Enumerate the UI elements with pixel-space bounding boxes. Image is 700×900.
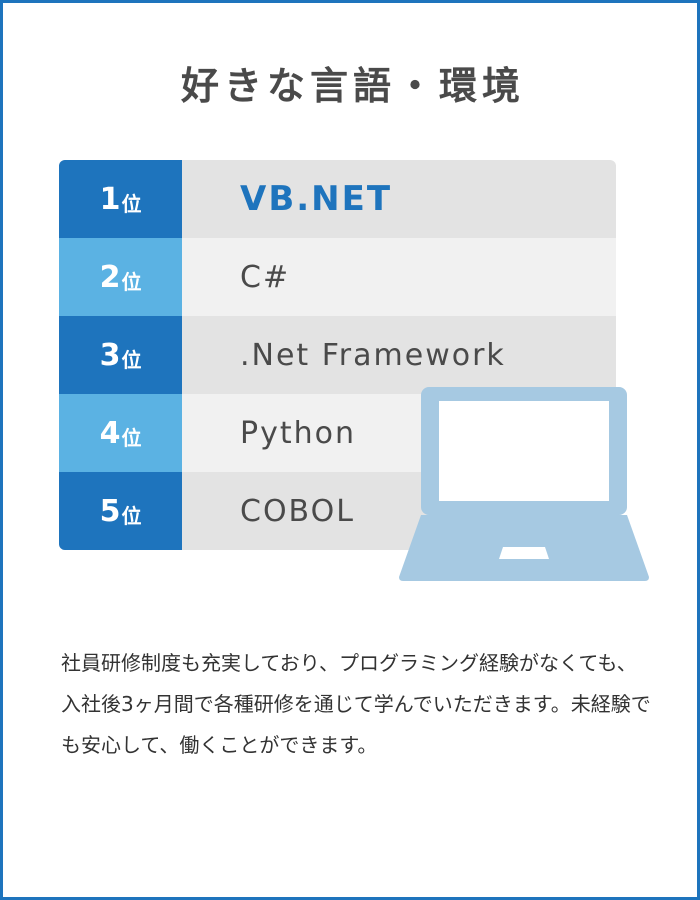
language-name-4: Python (240, 415, 356, 451)
rank-suffix: 位 (121, 425, 142, 450)
rank-number: 5 (99, 493, 121, 529)
rank-number: 1 (99, 181, 121, 217)
language-name-2: C# (240, 259, 291, 295)
rank-suffix: 位 (121, 347, 142, 372)
laptop-icon (399, 387, 649, 581)
rank-number: 4 (99, 415, 121, 451)
description-text: 社員研修制度も充実しており、プログラミング経験がなくても、入社後3ヶ月間で各種研… (61, 651, 651, 757)
rank-suffix: 位 (121, 503, 142, 528)
rank-number: 2 (99, 259, 121, 295)
rank-number: 3 (99, 337, 121, 373)
rank-suffix: 位 (121, 269, 142, 294)
rank-suffix: 位 (121, 191, 142, 216)
language-name-5: COBOL (240, 493, 355, 529)
language-name-1: VB.NET (240, 179, 393, 219)
page-title: 好きな言語・環境 (180, 64, 525, 108)
language-name-3: .Net Framework (240, 337, 506, 373)
